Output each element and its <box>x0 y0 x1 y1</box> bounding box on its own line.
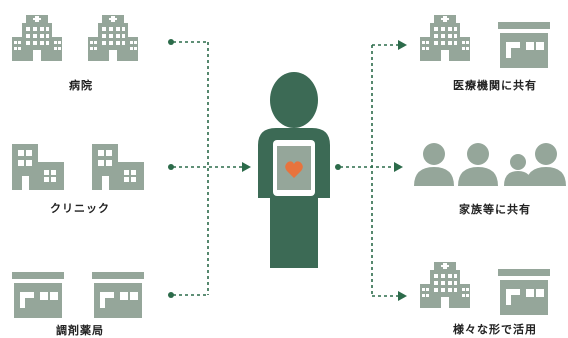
hospital-icon <box>420 262 470 308</box>
left-group-pharmacy <box>12 272 144 318</box>
right-group-medical-institutions <box>420 15 550 68</box>
right-connector-dot <box>335 164 341 170</box>
clinic-icon <box>92 144 144 190</box>
label-hospital: 病院 <box>69 79 93 92</box>
adult-icon <box>526 143 566 186</box>
pharmacy-icon <box>498 22 550 68</box>
left-group-clinic <box>12 144 144 190</box>
label-share-medical: 医療機関に共有 <box>453 79 537 92</box>
hospital-icon <box>420 15 470 61</box>
hospital-icon <box>88 15 138 61</box>
adult-icon <box>414 143 454 186</box>
clinic-icon <box>12 144 64 190</box>
left-connector-dots <box>168 39 174 298</box>
label-share-family: 家族等に共有 <box>459 203 531 216</box>
label-clinic: クリニック <box>50 202 110 215</box>
hospital-icon <box>12 15 62 61</box>
right-connectors <box>340 44 398 297</box>
left-group-hospital <box>12 15 138 61</box>
heart-icon <box>285 161 303 178</box>
person-with-phone <box>258 72 330 268</box>
label-various-use: 様々な形で活用 <box>453 323 537 336</box>
pharmacy-icon <box>498 269 550 315</box>
pharmacy-icon <box>92 272 144 318</box>
right-group-family <box>414 143 566 186</box>
pharmacy-icon <box>12 272 64 318</box>
adult-icon <box>458 143 498 186</box>
right-group-various <box>420 262 550 315</box>
right-arrows <box>394 40 407 301</box>
label-pharmacy: 調剤薬局 <box>56 324 104 337</box>
left-connectors <box>173 41 242 296</box>
arrow-to-person <box>242 162 251 172</box>
